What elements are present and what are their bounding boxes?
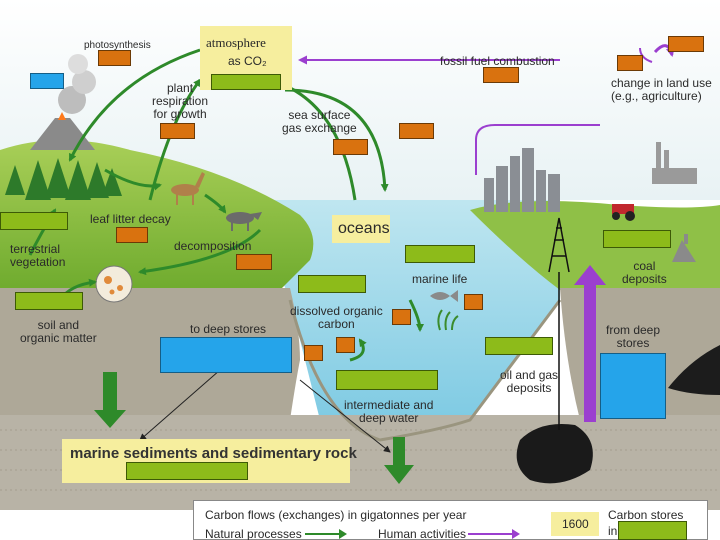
sediment-arrow-2 — [299, 379, 391, 453]
atmosphere-subtitle: as CO₂ — [228, 54, 267, 68]
flow-box-marine-life[interactable] — [464, 294, 483, 310]
legend-store-box[interactable] — [618, 521, 687, 540]
tractor — [612, 204, 635, 221]
store-box-oceans[interactable] — [405, 245, 475, 263]
sediment-arrow-1 — [139, 369, 221, 441]
photosynthesis-label: photosynthesis — [84, 40, 151, 51]
flow-box-to-deep-stores[interactable] — [160, 337, 292, 373]
from-deep-label: from deep stores — [606, 323, 661, 350]
coal-label: coal deposits — [622, 259, 667, 286]
land-use-label: change in land use (e.g., agriculture) — [611, 76, 712, 103]
intermediate-label: intermediate and deep water — [344, 398, 434, 425]
coal-deposit — [668, 345, 720, 395]
store-box-intermediate[interactable] — [336, 370, 438, 390]
big-down-arrow-left — [94, 372, 126, 428]
flow-box-marine-uptake[interactable] — [392, 309, 411, 325]
oil-gas-label: oil and gas deposits — [500, 368, 559, 395]
legend-stores-sub: in — [608, 524, 618, 538]
seaweed — [437, 309, 459, 331]
store-box-atmosphere[interactable] — [211, 74, 281, 90]
store-box-terrestrial[interactable] — [0, 212, 68, 230]
to-deep-label: to deep stores — [190, 322, 267, 336]
plant-respiration-label: plant respiration for growth — [152, 81, 209, 121]
legend-store-value: 1600 — [562, 517, 589, 531]
legend-human-line — [468, 533, 516, 535]
oceans-label: oceans — [338, 220, 390, 237]
sea-surface-label: sea surface gas exchange — [282, 108, 357, 135]
coal-mine — [672, 234, 696, 262]
store-box-oil-gas[interactable] — [485, 337, 553, 355]
city — [484, 148, 560, 212]
volcano-smoke-3 — [68, 54, 88, 74]
big-down-arrow-center — [384, 437, 414, 484]
marine-life-label: marine life — [412, 272, 468, 286]
legend-stores-title: Carbon stores — [608, 508, 684, 522]
soil-label: soil and organic matter — [20, 318, 97, 345]
flow-box-volcano[interactable] — [30, 73, 64, 89]
oil-derrick — [548, 217, 570, 430]
right-land — [470, 201, 720, 290]
leaf-litter-label: leaf litter decay — [90, 212, 171, 226]
store-box-dissolved[interactable] — [298, 275, 366, 293]
wolf — [226, 212, 262, 231]
legend-store-swatch — [551, 512, 599, 536]
flow-box-plant-respiration[interactable] — [160, 123, 195, 139]
flow-box-land-use-right[interactable] — [668, 36, 704, 52]
decomposer-dish — [95, 265, 133, 303]
dissolved-label: dissolved organic carbon — [290, 304, 383, 331]
atmosphere-title: atmosphere — [206, 35, 266, 50]
soil-left — [0, 288, 300, 420]
oceans-card — [332, 215, 390, 243]
factory — [652, 142, 697, 184]
decomposition-label: decomposition — [174, 239, 252, 253]
store-box-sediments[interactable] — [126, 462, 248, 480]
flow-box-decomposition[interactable] — [236, 254, 272, 270]
forest — [5, 158, 122, 200]
legend-natural-line — [305, 533, 343, 535]
fossil-fuel-label: fossil fuel combustion — [440, 54, 555, 68]
oil-deposit — [516, 424, 593, 484]
volcano-lava — [58, 112, 66, 120]
flow-box-photosynthesis[interactable] — [98, 50, 131, 66]
legend-human-label: Human activities — [378, 527, 467, 540]
volcano-smoke-2 — [72, 70, 96, 94]
sediments-label: marine sediments and sedimentary rock — [70, 445, 357, 462]
terrestrial-label: terrestrial vegetation — [10, 242, 66, 269]
flow-box-dissolved-down[interactable] — [304, 345, 323, 361]
fish — [430, 290, 458, 302]
legend-natural-label: Natural processes — [205, 527, 302, 540]
store-box-coal[interactable] — [603, 230, 671, 248]
flow-box-fossil-fuel[interactable] — [483, 67, 519, 83]
volcano-smoke-1 — [58, 86, 86, 114]
flow-box-from-deep-stores[interactable] — [600, 353, 666, 419]
from-deep-arrow — [574, 265, 606, 422]
legend-human-arrowhead — [512, 529, 520, 539]
flow-box-dissolved-up[interactable] — [336, 337, 355, 353]
deer — [171, 172, 205, 205]
legend-flows-title: Carbon flows (exchanges) in gigatonnes p… — [205, 508, 467, 522]
flow-box-leaf-litter[interactable] — [116, 227, 148, 243]
flow-box-land-use-left[interactable] — [617, 55, 643, 71]
human-arrows — [298, 44, 675, 175]
legend-natural-arrowhead — [339, 529, 347, 539]
flow-box-atmosphere-to-sea[interactable] — [399, 123, 434, 139]
store-box-soil[interactable] — [15, 292, 83, 310]
flow-box-sea-to-atmosphere[interactable] — [333, 139, 368, 155]
